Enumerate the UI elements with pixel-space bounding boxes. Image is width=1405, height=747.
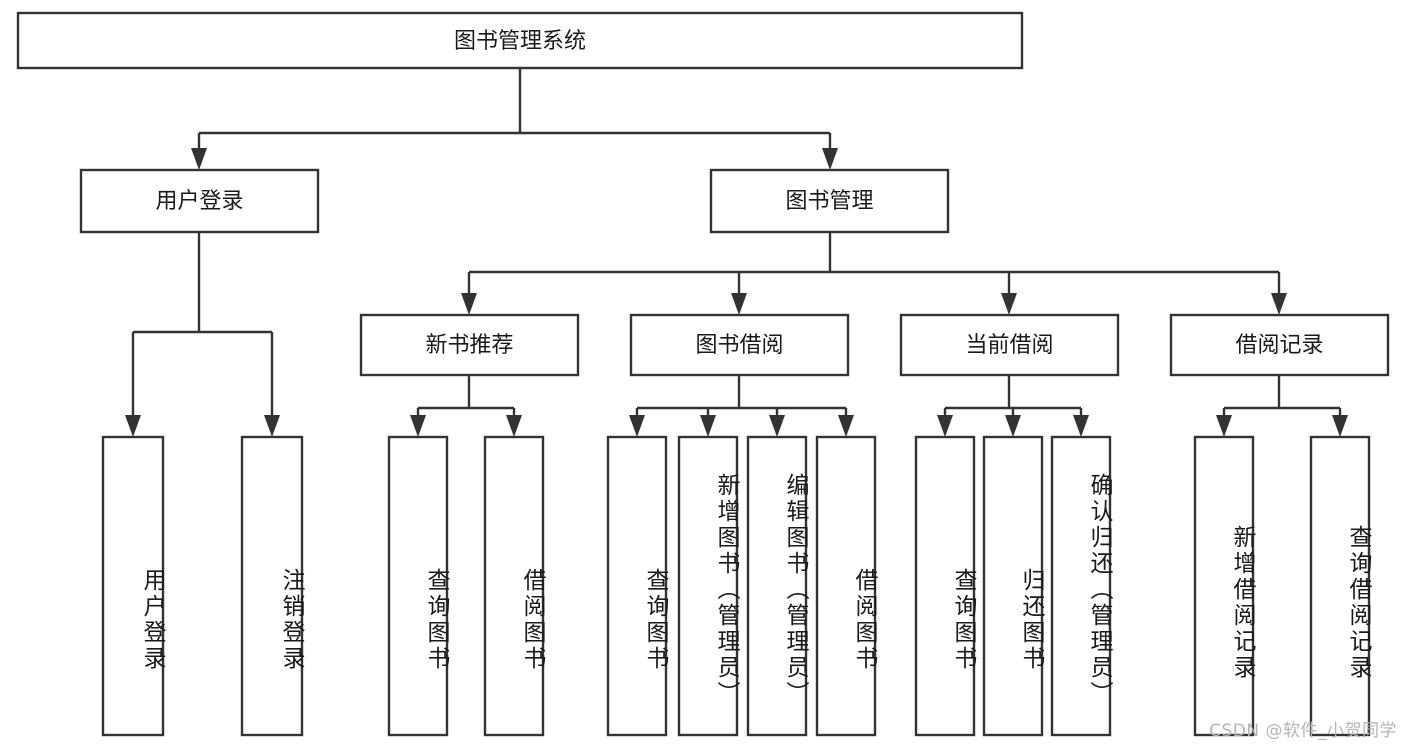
arrow-leaf-confirm-return xyxy=(1073,415,1089,437)
leaf-box-borrow-book-1[interactable] xyxy=(483,435,545,737)
node-label-book-management: 图书管理 xyxy=(785,189,873,214)
node-box-book-management[interactable] xyxy=(709,168,950,234)
leaf-box-return-book[interactable] xyxy=(982,435,1044,737)
node-label-new-book-recommend: 新书推荐 xyxy=(425,333,513,358)
node-box-borrow-record[interactable] xyxy=(1169,313,1390,377)
edges-layer xyxy=(125,68,1348,437)
node-box-new-book-recommend[interactable] xyxy=(359,313,580,377)
leaf-box-query-book-3[interactable] xyxy=(914,435,976,737)
arrow-to-bookmgmt xyxy=(822,148,838,170)
arrow-leaf-edit-book xyxy=(769,415,785,437)
arrow-leaf-add-book xyxy=(700,415,716,437)
leaf-box-user-logout[interactable] xyxy=(240,435,304,737)
arrow-leaf-query-book-1 xyxy=(410,415,426,437)
arrow-to-userlogin xyxy=(191,148,207,170)
arrow-leaf-return-book xyxy=(1005,415,1021,437)
leaf-box-add-book[interactable] xyxy=(677,435,739,737)
leaf-box-query-book-2[interactable] xyxy=(606,435,668,737)
leaf-box-confirm-return[interactable] xyxy=(1050,435,1112,737)
arrow-leaf-user-login xyxy=(125,415,141,437)
arrow-leaf-add-record xyxy=(1216,415,1232,437)
leaf-box-query-book-1[interactable] xyxy=(387,435,449,737)
leaf-box-user-login[interactable] xyxy=(101,435,165,737)
node-label-user-login: 用户登录 xyxy=(155,189,243,214)
arrow-leaf-borrow-book-2 xyxy=(838,415,854,437)
arrow-to-record xyxy=(1271,293,1287,315)
node-box-user-login[interactable] xyxy=(79,168,320,234)
nodes-layer: 图书管理系统 用户登录 图书管理 新书推荐 图书借阅 当前借阅 借阅记录 xyxy=(16,11,1390,737)
node-label-book-borrow: 图书借阅 xyxy=(695,333,783,358)
arrow-leaf-borrow-book-1 xyxy=(506,415,522,437)
arrow-leaf-query-record xyxy=(1332,415,1348,437)
arrow-to-bookborrow xyxy=(731,293,747,315)
leaf-box-query-record[interactable] xyxy=(1309,435,1371,737)
arrow-to-newbook xyxy=(461,293,477,315)
node-box-root[interactable] xyxy=(16,11,1024,70)
node-box-book-borrow[interactable] xyxy=(629,313,850,377)
leaf-box-add-record[interactable] xyxy=(1193,435,1255,737)
node-box-current-borrow[interactable] xyxy=(899,313,1120,377)
node-label-root: 图书管理系统 xyxy=(454,29,586,54)
node-label-current-borrow: 当前借阅 xyxy=(965,333,1053,358)
arrow-leaf-query-book-2 xyxy=(629,415,645,437)
arrow-to-current xyxy=(1001,293,1017,315)
arrow-leaf-query-book-3 xyxy=(937,415,953,437)
leaf-box-borrow-book-2[interactable] xyxy=(815,435,877,737)
leaf-box-edit-book[interactable] xyxy=(746,435,808,737)
node-label-borrow-record: 借阅记录 xyxy=(1235,333,1323,358)
arrow-leaf-user-logout xyxy=(264,415,280,437)
